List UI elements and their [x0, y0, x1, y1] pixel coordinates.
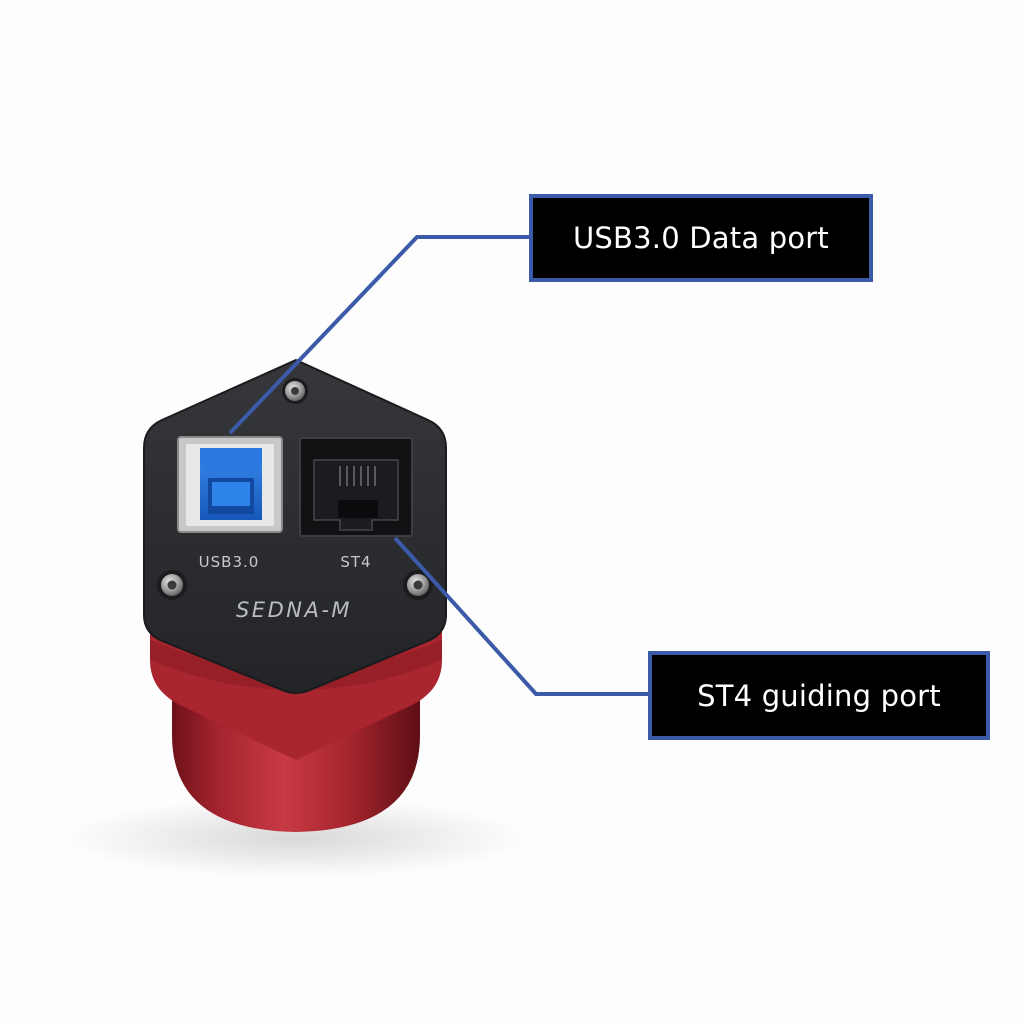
- st4-callout-label: ST4 guiding port: [697, 678, 941, 713]
- screw-icon: [157, 570, 187, 600]
- st4-port-label: ST4: [340, 553, 371, 571]
- usb-callout-label: USB3.0 Data port: [573, 221, 829, 255]
- screw-icon: [282, 378, 308, 404]
- brand-logo-text: SEDNA-M: [236, 598, 352, 622]
- st4-leader-line: [393, 536, 648, 696]
- usb-port-label: USB3.0: [199, 553, 260, 571]
- usb-b-port-icon[interactable]: [177, 436, 283, 533]
- usb-leader-line: [228, 235, 529, 435]
- rj12-port-icon[interactable]: [299, 437, 413, 537]
- usb-callout: USB3.0 Data port: [529, 194, 873, 282]
- st4-callout: ST4 guiding port: [648, 651, 990, 740]
- screw-icon: [403, 570, 433, 600]
- ground-shadow: [66, 798, 526, 878]
